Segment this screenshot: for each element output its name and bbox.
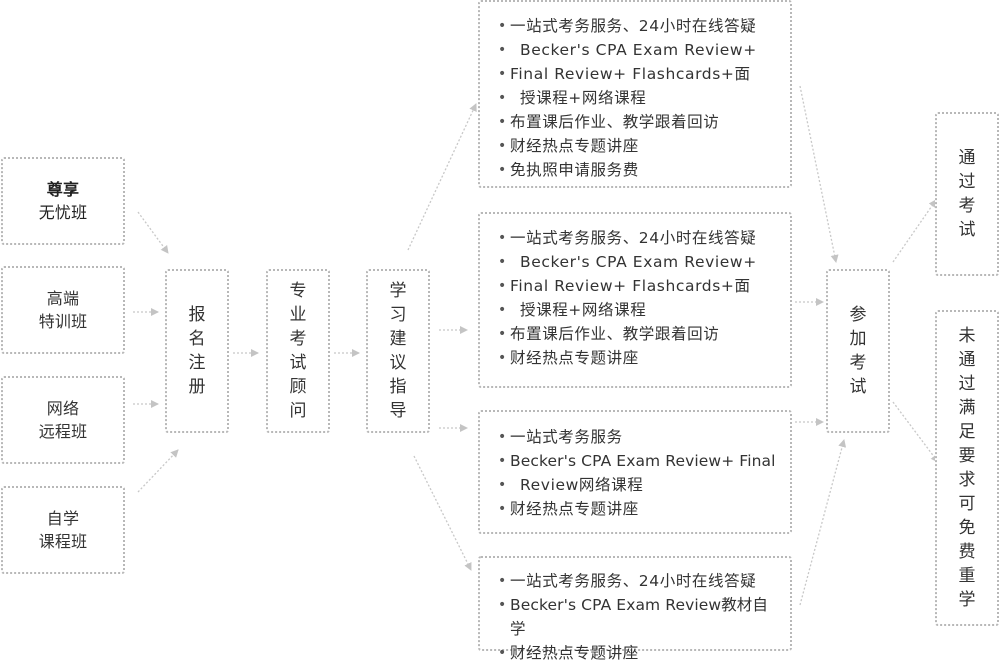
- arrow-exam-fail: [892, 401, 939, 463]
- outcome-char: 过: [958, 374, 976, 394]
- list-item: 布置课后作业、教学跟着回访: [490, 322, 782, 346]
- outcome-char: 学: [958, 590, 976, 610]
- outcome-char: 可: [958, 494, 976, 514]
- step-char: 考: [289, 329, 307, 349]
- outcome-char: 通: [958, 350, 976, 370]
- step-char: 考: [849, 353, 867, 373]
- arrow-package4-exam: [799, 439, 847, 606]
- list-item: Review网络课程: [490, 473, 782, 497]
- outcome-char: 足: [958, 422, 976, 442]
- course-box-online[interactable]: 网络 远程班: [1, 376, 125, 464]
- step-char: 试: [289, 353, 307, 373]
- course-label-selfstudy: 自学 课程班: [39, 507, 88, 554]
- outcome-char: 要: [958, 446, 976, 466]
- list-item: 一站式考务服务、24小时在线答疑: [490, 226, 782, 250]
- course-box-highend[interactable]: 高端 特训班: [1, 266, 125, 354]
- list-item: 一站式考务服务、24小时在线答疑: [490, 14, 782, 38]
- course-line2: 无忧班: [38, 203, 88, 222]
- step-register: 报 名 注 册: [165, 269, 229, 433]
- package-online-list: 一站式考务服务 Becker's CPA Exam Review+ Final …: [480, 412, 790, 521]
- list-item: Becker's CPA Exam Review+: [490, 250, 782, 274]
- step-char: 指: [389, 377, 407, 397]
- course-box-selfstudy[interactable]: 自学 课程班: [1, 486, 125, 574]
- step-char: 名: [188, 329, 206, 349]
- step-char: 册: [188, 377, 206, 397]
- outcome-char: 费: [958, 542, 976, 562]
- step-char: 加: [849, 329, 867, 349]
- step-char: 顾: [289, 377, 307, 397]
- package-highend-list: 一站式考务服务、24小时在线答疑 Becker's CPA Exam Revie…: [480, 214, 790, 370]
- list-item: 一站式考务服务: [490, 425, 782, 449]
- package-selfstudy-list: 一站式考务服务、24小时在线答疑 Becker's CPA Exam Revie…: [480, 558, 790, 665]
- list-item: 一站式考务服务、24小时在线答疑: [490, 569, 782, 593]
- outcome-char: 求: [958, 470, 976, 490]
- list-item: 免执照申请服务费: [490, 158, 782, 182]
- step-char: 建: [389, 329, 407, 349]
- step-char: 议: [389, 353, 407, 373]
- arrow-course4-register: [137, 449, 179, 493]
- outcome-char: 试: [958, 220, 976, 240]
- step-guidance: 学 习 建 议 指 导: [366, 269, 430, 433]
- list-item: 财经热点专题讲座: [490, 134, 782, 158]
- course-line1: 尊享: [46, 179, 80, 199]
- step-consultant: 专 业 考 试 顾 问: [266, 269, 330, 433]
- step-char: 习: [389, 305, 407, 325]
- list-item: Becker's CPA Exam Review教材自学: [490, 593, 782, 641]
- course-line2: 远程班: [38, 422, 88, 441]
- list-item: Becker's CPA Exam Review+: [490, 38, 782, 62]
- course-line2: 课程班: [38, 532, 88, 551]
- list-item: 财经热点专题讲座: [490, 346, 782, 370]
- step-char: 注: [188, 353, 206, 373]
- package-premium-list: 一站式考务服务、24小时在线答疑 Becker's CPA Exam Revie…: [480, 2, 790, 182]
- course-label-online: 网络 远程班: [39, 397, 88, 444]
- outcome-pass: 通 过 考 试: [935, 112, 999, 276]
- course-line2: 特训班: [38, 312, 88, 331]
- arrow-package1-exam: [799, 85, 839, 263]
- list-item: 布置课后作业、教学跟着回访: [490, 110, 782, 134]
- step-char: 学: [389, 281, 407, 301]
- arrow-guidance-package1: [407, 103, 477, 251]
- list-item: Becker's CPA Exam Review+ Final: [490, 449, 782, 473]
- course-line1: 高端: [46, 288, 80, 308]
- arrow-guidance-package4: [413, 455, 472, 571]
- course-label-premium: 尊享 无忧班: [39, 178, 88, 225]
- step-char: 参: [849, 305, 867, 325]
- list-item: 财经热点专题讲座: [490, 497, 782, 521]
- list-item: 授课程+网络课程: [490, 298, 782, 322]
- step-char: 报: [188, 305, 206, 325]
- step-char: 问: [289, 401, 307, 421]
- course-box-premium[interactable]: 尊享 无忧班: [1, 157, 125, 245]
- package-highend: 一站式考务服务、24小时在线答疑 Becker's CPA Exam Revie…: [478, 212, 792, 388]
- list-item: Final Review+ Flashcards+面: [490, 274, 782, 298]
- outcome-char: 过: [958, 172, 976, 192]
- arrow-exam-pass: [892, 199, 937, 263]
- step-char: 导: [389, 401, 407, 421]
- package-selfstudy: 一站式考务服务、24小时在线答疑 Becker's CPA Exam Revie…: [478, 556, 792, 665]
- course-label-highend: 高端 特训班: [39, 287, 88, 334]
- outcome-char: 免: [958, 518, 976, 538]
- outcome-char: 满: [958, 398, 976, 418]
- arrow-course1-register: [137, 211, 169, 254]
- outcome-char: 通: [958, 148, 976, 168]
- package-premium: 一站式考务服务、24小时在线答疑 Becker's CPA Exam Revie…: [478, 0, 792, 188]
- package-online: 一站式考务服务 Becker's CPA Exam Review+ Final …: [478, 410, 792, 534]
- step-char: 业: [289, 305, 307, 325]
- step-exam: 参 加 考 试: [826, 269, 890, 433]
- step-char: 试: [849, 377, 867, 397]
- course-line1: 自学: [46, 508, 80, 528]
- list-item: 授课程+网络课程: [490, 86, 782, 110]
- list-item: 财经热点专题讲座: [490, 641, 782, 665]
- outcome-char: 重: [958, 566, 976, 586]
- outcome-char: 未: [958, 326, 976, 346]
- outcome-char: 考: [958, 196, 976, 216]
- step-char: 专: [289, 281, 307, 301]
- list-item: Final Review+ Flashcards+面: [490, 62, 782, 86]
- outcome-fail: 未 通 过 满 足 要 求 可 免 费 重 学: [935, 310, 999, 626]
- course-line1: 网络: [46, 398, 80, 418]
